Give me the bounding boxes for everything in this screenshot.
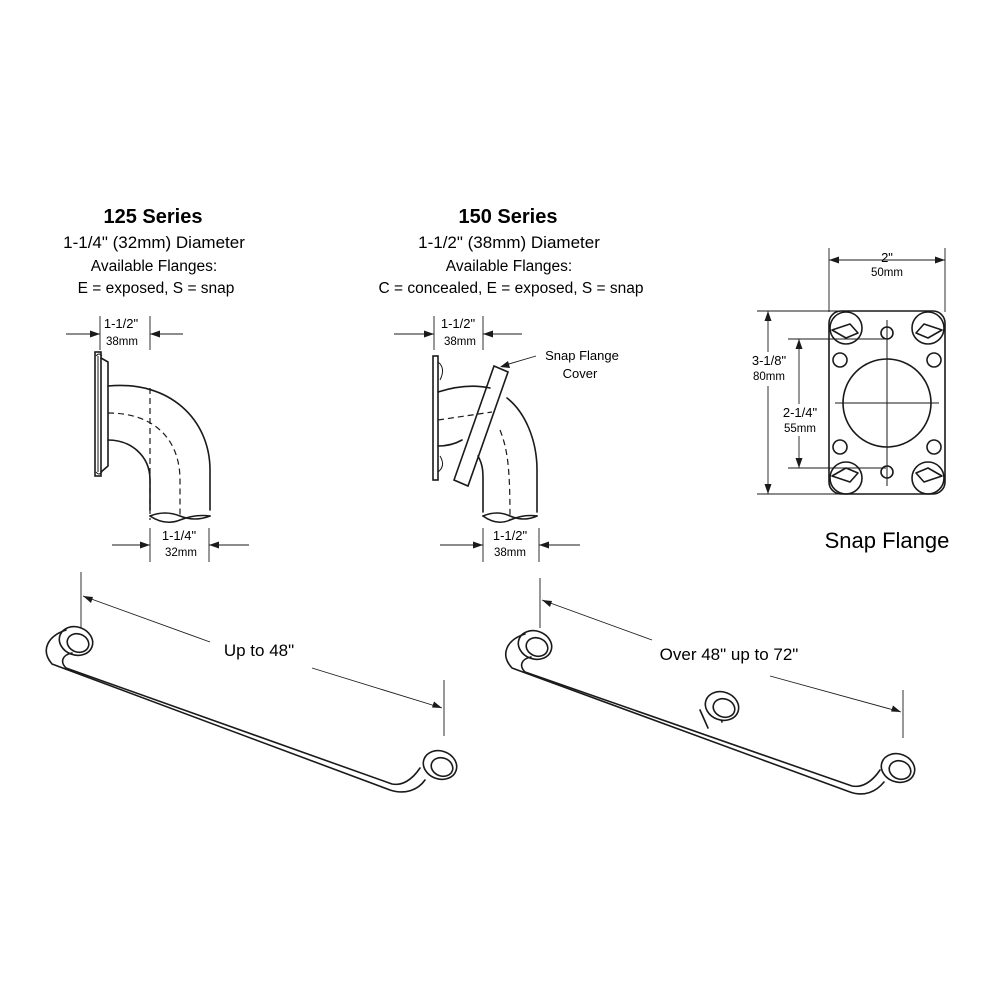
series-150-top-dim-in: 1-1/2": [441, 316, 476, 331]
series-150-diameter: 1-1/2" (38mm) Diameter: [418, 233, 600, 252]
snap-flange-height-mm: 80mm: [753, 371, 785, 383]
series-150-flanges: C = concealed, E = exposed, S = snap: [379, 280, 644, 297]
series-150-tube: [437, 385, 538, 524]
series-125-tube: [107, 384, 211, 524]
grab-bar-short: Up to 48": [45, 572, 458, 793]
series-125-title: 125 Series: [104, 206, 203, 228]
snap-flange-inner-mm: 55mm: [784, 423, 816, 435]
snap-flange-plate: [828, 310, 946, 495]
grab-bar-long-length-dimension: Over 48" up to 72": [539, 578, 904, 738]
series-125-diameter: 1-1/4" (32mm) Diameter: [63, 233, 245, 252]
snap-flange-width-dimension: 2" 50mm: [828, 248, 946, 312]
series-125-header: 125 Series 1-1/4" (32mm) Diameter Availa…: [63, 206, 245, 297]
series-125-flanges-label: Available Flanges:: [91, 258, 217, 275]
grab-bar-short-length: Up to 48": [224, 641, 294, 660]
snap-flange-cover-label-1: Snap Flange: [545, 348, 619, 363]
snap-flange-width-in: 2": [881, 250, 893, 265]
series-125-top-dimension: 1-1/2" 38mm: [66, 316, 183, 350]
snap-flange-cover-label-2: Cover: [563, 366, 598, 381]
series-150-flanges-label: Available Flanges:: [446, 258, 572, 275]
series-125-top-dim-in: 1-1/2": [104, 316, 139, 331]
snap-flange-inner-dimension: 2-1/4" 55mm: [783, 338, 886, 469]
series-150-bottom-dim-in: 1-1/2": [493, 528, 528, 543]
series-125-bottom-dim-in: 1-1/4": [162, 528, 197, 543]
series-150-flange: [432, 355, 444, 481]
grab-bar-long: Over 48" up to 72": [505, 578, 916, 795]
snap-flange-inner-in: 2-1/4": [783, 405, 818, 420]
series-150-top-dimension: 1-1/2" 38mm: [394, 316, 522, 350]
series-125-flanges: E = exposed, S = snap: [78, 280, 235, 297]
series-150-header: 150 Series 1-1/2" (38mm) Diameter Availa…: [379, 206, 644, 297]
series-125-bottom-dimension: 1-1/4" 32mm: [112, 528, 249, 562]
snap-flange-drawing: 2" 50mm 3-1/8" 80mm 2-1/4" 55mm: [752, 248, 950, 553]
series-150-top-dim-mm: 38mm: [444, 336, 476, 348]
grab-bar-short-length-dimension: Up to 48": [80, 572, 445, 736]
series-125-flange: [94, 351, 109, 477]
series-150-bottom-dim-mm: 38mm: [494, 547, 526, 559]
series-125-top-dim-mm: 38mm: [106, 336, 138, 348]
snap-flange-height-dimension: 3-1/8" 80mm: [752, 310, 850, 495]
series-150-elbow-drawing: 1-1/2" 38mm Snap Flange Cover: [394, 316, 619, 562]
series-125-elbow-drawing: 1-1/2" 38mm 1-1/4": [66, 316, 249, 562]
snap-flange-height-in: 3-1/8": [752, 353, 787, 368]
snap-flange-width-mm: 50mm: [871, 267, 903, 279]
snap-flange-corner-clips: [829, 311, 945, 495]
series-150-bottom-dimension: 1-1/2" 38mm: [440, 528, 580, 562]
snap-flange-screw-holes: [832, 326, 942, 479]
grab-bar-long-length: Over 48" up to 72": [660, 645, 799, 664]
series-125-bottom-dim-mm: 32mm: [165, 547, 197, 559]
snap-flange-caption: Snap Flange: [825, 528, 950, 553]
series-150-title: 150 Series: [459, 206, 558, 228]
series-150-snap-cover: Snap Flange Cover: [452, 348, 619, 488]
